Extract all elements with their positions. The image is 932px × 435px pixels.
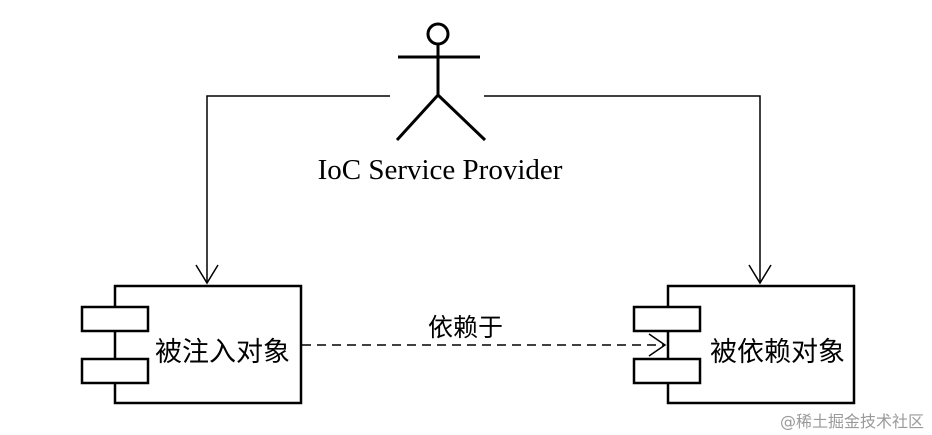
component-injected	[80, 284, 303, 405]
component-injected-label: 被注入对象	[155, 337, 290, 368]
actor-right-leg	[436, 93, 487, 142]
component-dependency-port-bottom	[632, 357, 702, 385]
component-dependency-label: 被依赖对象	[710, 337, 845, 368]
component-injected-port-top	[80, 305, 150, 333]
component-dependency	[632, 284, 856, 405]
component-injected-body	[113, 284, 303, 405]
actor-name: IoC Service Provider	[317, 154, 563, 186]
component-dependency-port-top	[632, 305, 702, 333]
actor-head	[426, 22, 450, 46]
dependency-arrow	[302, 333, 667, 357]
actor-stick-figure	[395, 22, 487, 142]
watermark: @稀土掘金技术社区	[779, 412, 924, 431]
component-injected-port-bottom	[80, 357, 150, 385]
arrow-to-injected	[195, 95, 390, 285]
dependency-label: 依赖于	[428, 313, 504, 342]
actor-left-leg	[395, 93, 440, 142]
arrow-to-dependency	[484, 95, 772, 285]
